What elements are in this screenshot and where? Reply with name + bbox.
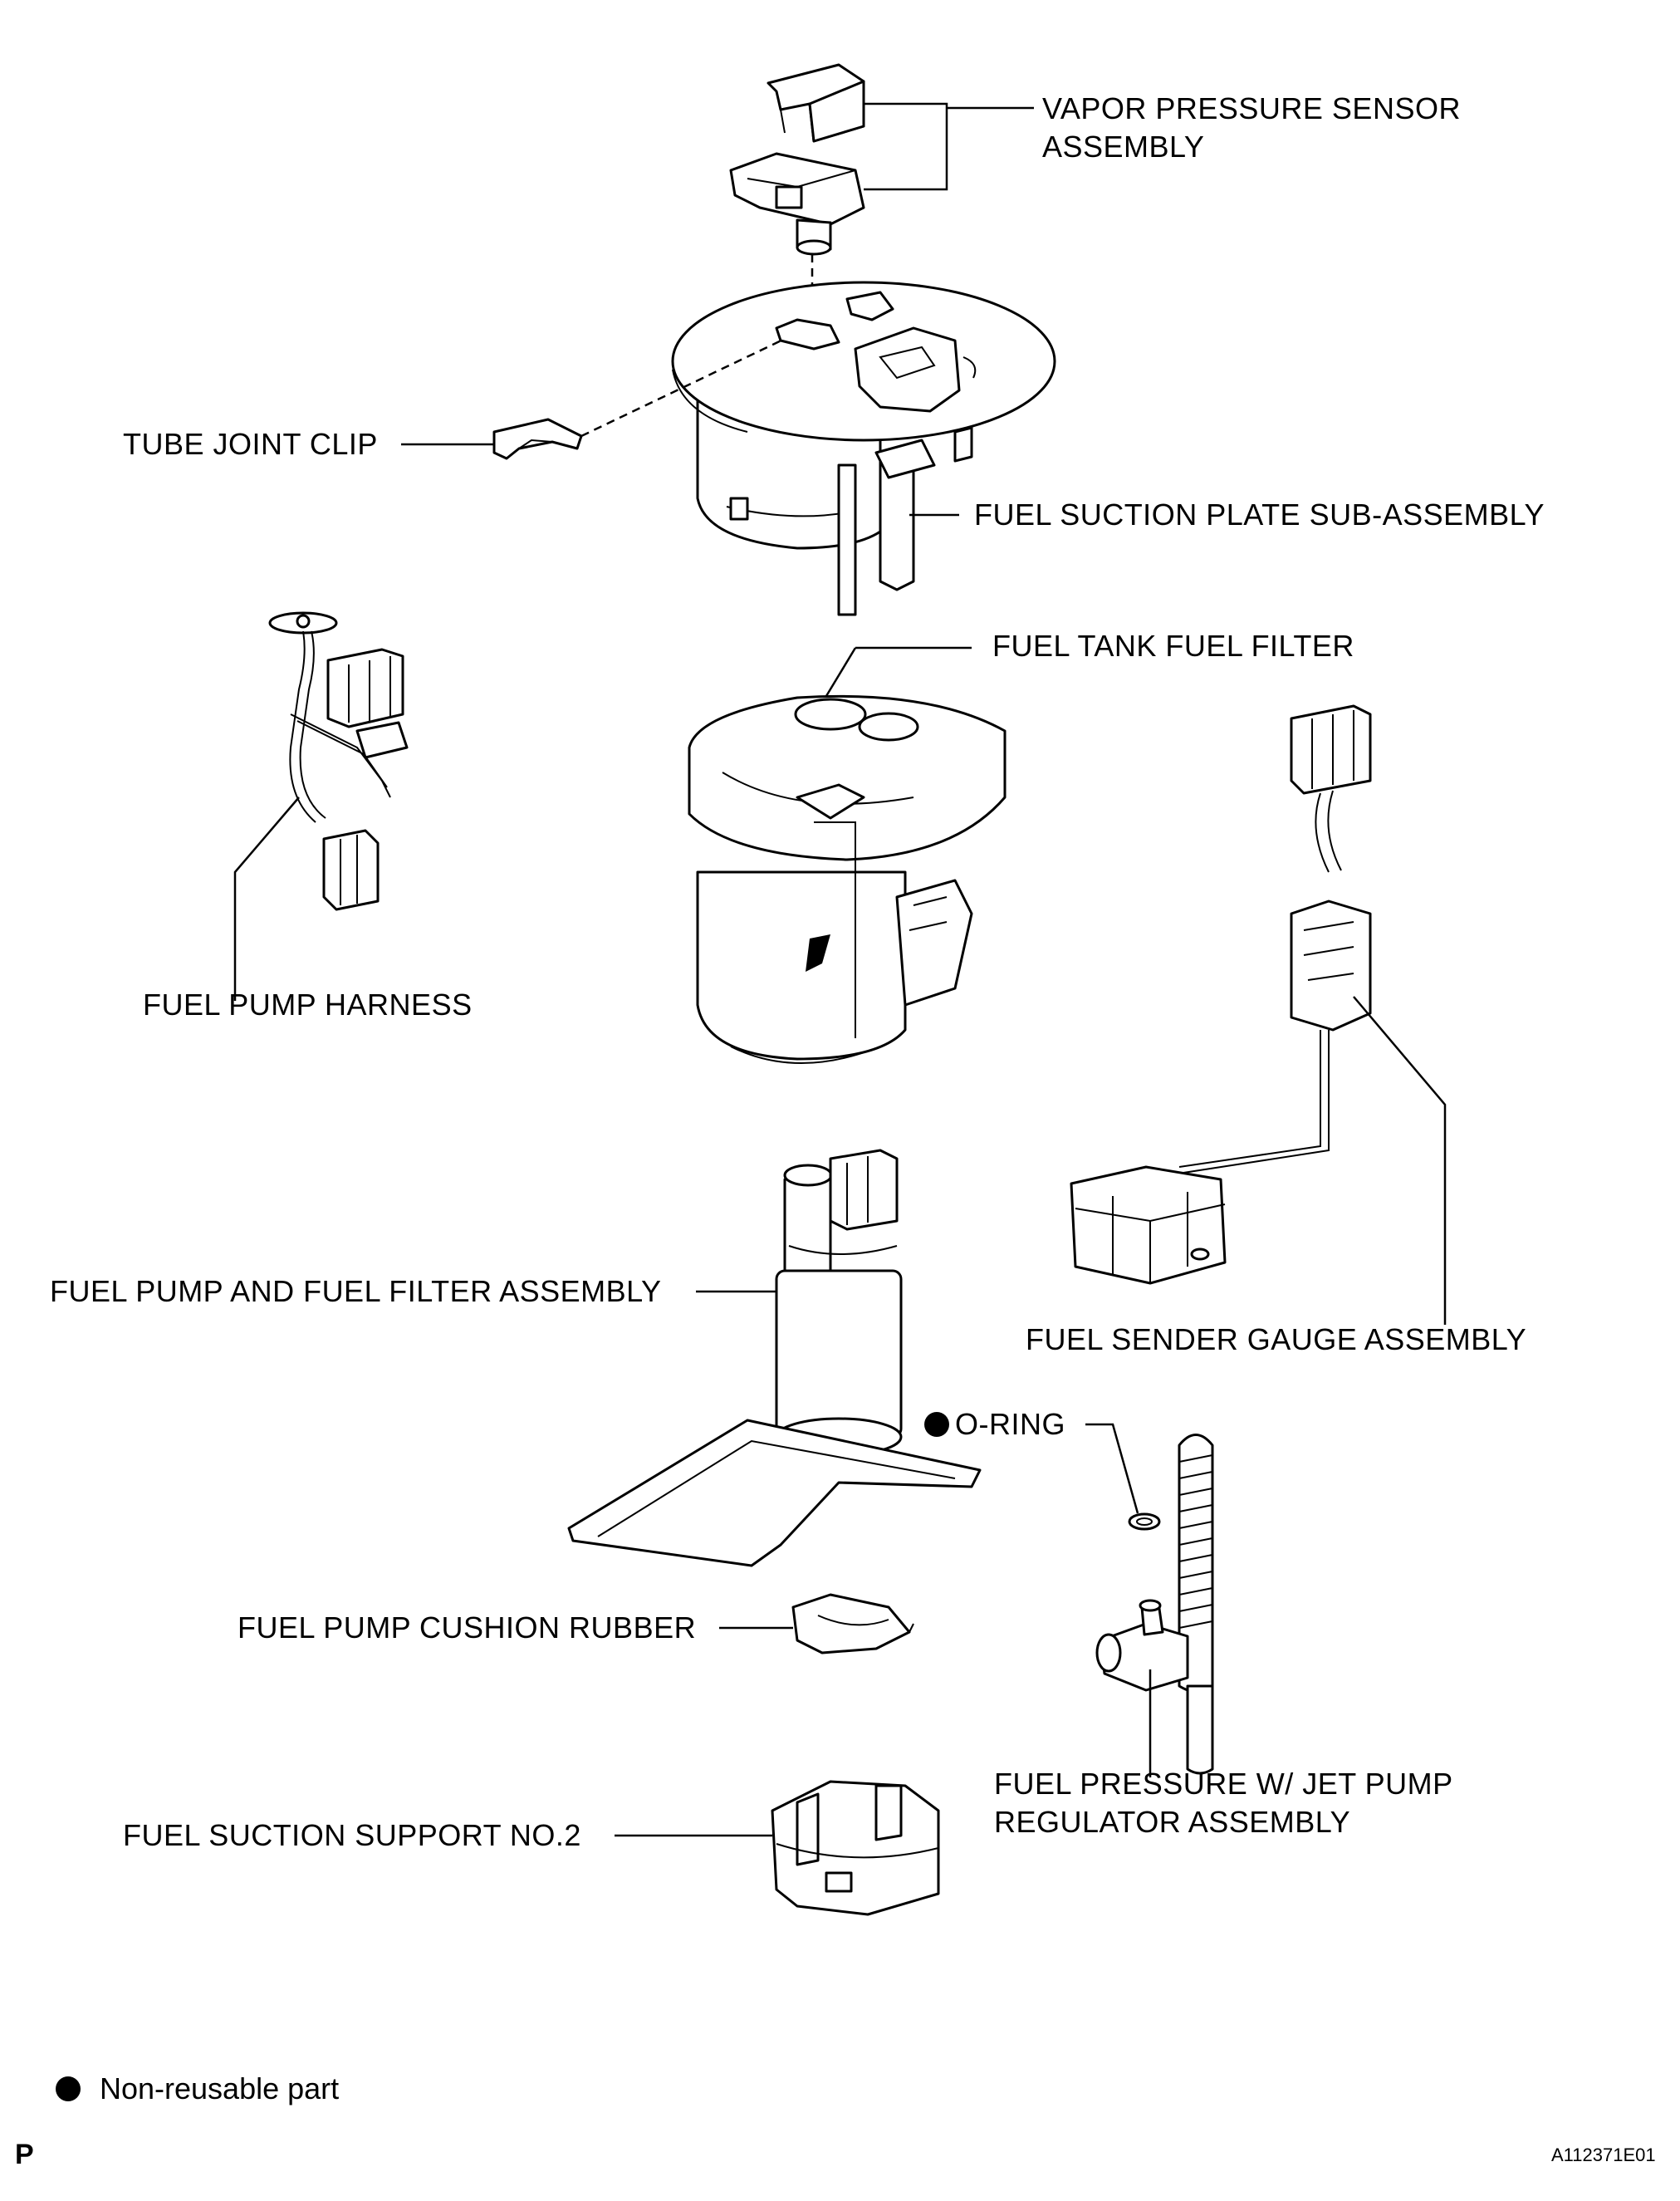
fuel-sender-gauge-part — [1070, 704, 1372, 1285]
figure-code: A112371E01 — [1551, 2145, 1656, 2165]
vapor-sensor-cover — [767, 63, 865, 143]
fuel-pump-assembly-part — [567, 1149, 982, 1567]
fuel-suction-plate-part — [671, 281, 1056, 616]
fuel-tank-fuel-filter-part — [688, 694, 1007, 1064]
fuel-pressure-regulator-part — [1095, 1434, 1214, 1775]
o-ring-bullet-icon — [924, 1412, 949, 1437]
page-mark: P — [15, 2139, 34, 2170]
label-fuel-pump-and-filter: FUEL PUMP AND FUEL FILTER ASSEMBLY — [50, 1274, 662, 1308]
vapor-sensor-body — [729, 152, 865, 256]
label-fuel-pump-cushion-rubber: FUEL PUMP CUSHION RUBBER — [238, 1610, 697, 1645]
legend-non-reusable: Non-reusable part — [100, 2071, 340, 2105]
non-reusable-bullet-icon — [56, 2076, 81, 2101]
label-fuel-sender-gauge: FUEL SENDER GAUGE ASSEMBLY — [1026, 1322, 1527, 1356]
fuel-suction-support-part — [771, 1780, 940, 1916]
o-ring-part — [1128, 1512, 1161, 1531]
label-vapor-pressure-sensor: VAPOR PRESSURE SENSOR ASSEMBLY — [1042, 91, 1461, 164]
label-fuel-tank-fuel-filter: FUEL TANK FUEL FILTER — [992, 629, 1354, 663]
clip-dashed-guide — [580, 337, 786, 438]
label-o-ring: O-RING — [955, 1407, 1065, 1441]
label-fuel-pump-harness: FUEL PUMP HARNESS — [143, 988, 473, 1022]
leader-lines — [233, 102, 1447, 1837]
fuel-pump-harness-part — [268, 611, 409, 911]
label-fuel-suction-support: FUEL SUCTION SUPPORT NO.2 — [123, 1818, 581, 1852]
label-fuel-pressure-regulator: FUEL PRESSURE W/ JET PUMP REGULATOR ASSE… — [994, 1767, 1453, 1839]
label-fuel-suction-plate: FUEL SUCTION PLATE SUB-ASSEMBLY — [974, 498, 1545, 532]
tube-joint-clip-part — [492, 418, 583, 460]
label-tube-joint-clip: TUBE JOINT CLIP — [123, 427, 378, 461]
fuel-pump-cushion-rubber-part — [791, 1593, 914, 1654]
